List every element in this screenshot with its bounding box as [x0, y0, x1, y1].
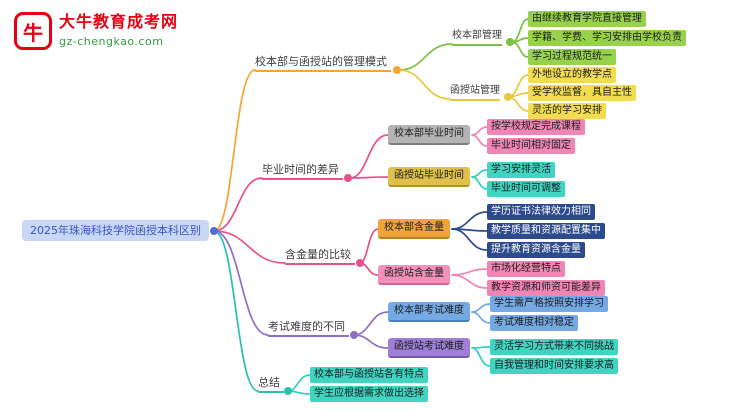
edge: [213, 69, 256, 232]
edge: [471, 347, 491, 367]
node-station-value: 函授站含金量: [378, 265, 450, 285]
junction-dot: [504, 93, 512, 101]
edge: [213, 230, 259, 392]
leaf-node: 提升教育资源含金量: [487, 242, 585, 258]
leaf-node: 考试难度相对稳定: [490, 315, 578, 331]
leaf-node: 毕业时间相对固定: [487, 138, 575, 154]
node-main-campus-management: 校本部管理: [452, 29, 502, 46]
edge: [451, 268, 488, 276]
node-station-exam: 函授站考试难度: [388, 338, 470, 358]
branch-exam-difficulty: 考试难度的不同: [268, 319, 349, 337]
junction-dot: [506, 38, 514, 46]
edge: [213, 230, 286, 264]
logo-text-block: 大牛教育成考网 gz-chengkao.com: [59, 12, 178, 48]
leaf-node: 教学资源和师资可能差异: [487, 280, 605, 296]
leaf-node: 学生需严格按照安排学习: [490, 296, 608, 312]
edge: [213, 177, 263, 232]
node-correspondence-station-management: 函授站管理: [450, 84, 500, 101]
root-node: 2025年珠海科技学院函授本科区别: [22, 220, 209, 241]
branch-value-comparison: 含金量的比较: [285, 247, 355, 265]
edge: [471, 303, 491, 313]
leaf-node: 学生应根据需求做出选择: [310, 386, 428, 402]
junction-dot: [350, 331, 358, 339]
edge: [471, 169, 488, 178]
edge: [451, 228, 488, 251]
leaf-node: 按学校规定完成课程: [487, 119, 585, 135]
edge: [398, 69, 451, 100]
branch-management-mode: 校本部与函授站的管理模式: [255, 54, 391, 72]
leaf-node: 自我管理和时间安排要求高: [490, 358, 618, 374]
edge: [451, 274, 488, 289]
junction-dot: [356, 259, 364, 267]
branch-summary: 总结: [258, 375, 284, 393]
site-logo: 牛 大牛教育成考网 gz-chengkao.com: [14, 12, 178, 50]
leaf-node: 教学质量和资源配置集中: [487, 223, 605, 239]
edge: [349, 134, 389, 179]
logo-title: 大牛教育成考网: [59, 12, 179, 31]
junction-dot: [284, 387, 292, 395]
leaf-node: 灵活学习方式带来不同挑战: [490, 339, 618, 355]
edge: [353, 334, 389, 349]
branch-graduation-time: 毕业时间的差异: [262, 162, 343, 180]
edge: [471, 126, 488, 136]
edge: [471, 311, 491, 324]
leaf-node: 灵活的学习安排: [528, 103, 606, 119]
leaf-node: 学习过程规范统一: [528, 49, 616, 65]
node-main-campus-exam: 校本部考试难度: [388, 302, 470, 322]
leaf-node: 学籍、学费、学习安排由学校负责: [528, 30, 686, 46]
leaf-node: 由继续教育学院直接管理: [528, 11, 646, 27]
node-main-campus-value: 校本部含金量: [378, 219, 450, 239]
edge: [398, 43, 453, 71]
node-station-graduation-time: 函授站毕业时间: [388, 167, 470, 187]
leaf-node: 外地设立的教学点: [528, 67, 616, 83]
edge: [359, 228, 379, 264]
leaf-node: 受学校监督，具自主性: [528, 85, 636, 101]
leaf-node: 校本部与函授站各有特点: [310, 367, 428, 383]
leaf-node: 市场化经营特点: [487, 261, 565, 277]
edge: [349, 176, 389, 179]
edge: [471, 176, 488, 190]
logo-bull-icon: 牛: [14, 12, 52, 50]
node-main-campus-graduation-time: 校本部毕业时间: [388, 125, 470, 145]
edge: [451, 211, 488, 230]
edge: [353, 311, 389, 336]
edge: [213, 230, 269, 336]
logo-subtitle: gz-chengkao.com: [59, 35, 164, 48]
junction-dot: [344, 174, 352, 182]
root-connector-dot: [210, 227, 218, 235]
junction-dot: [393, 66, 401, 74]
leaf-node: 学历证书法律效力相同: [487, 204, 595, 220]
edge: [511, 41, 529, 58]
leaf-node: 学习安排灵活: [487, 162, 555, 178]
leaf-node: 毕业时间可调整: [487, 181, 565, 197]
edge: [471, 134, 488, 147]
